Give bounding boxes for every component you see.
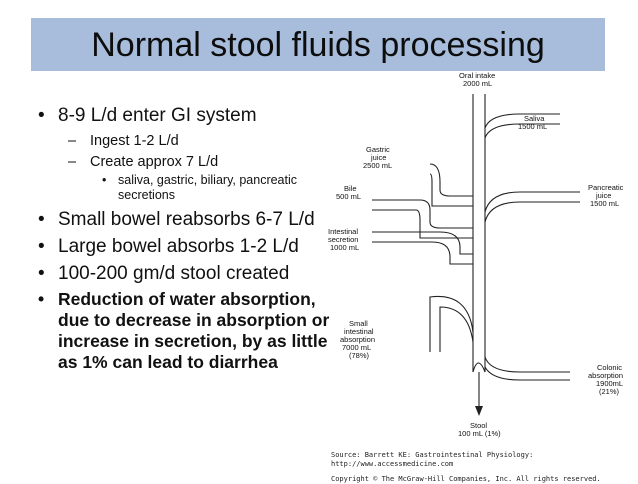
bullet-item: • 100-200 gm/d stool created: [34, 262, 334, 286]
bullet-text: Small bowel reabsorbs 6-7 L/d: [58, 209, 315, 230]
source-line: Source: Barrett KE: Gastrointestinal Phy…: [331, 451, 534, 459]
bile-pipe: [372, 199, 473, 239]
bullet-text: Reduction of water absorption, due to de…: [58, 289, 330, 372]
small-absorption-pipe: [429, 295, 474, 352]
bullet-text: Create approx 7 L/d: [90, 154, 219, 170]
sub-bullet-item: –Ingest 1-2 L/d: [34, 131, 334, 152]
bullet-item: • 8-9 L/d enter GI system: [34, 104, 334, 128]
bullet-icon: •: [102, 173, 107, 187]
bullet-text: 8-9 L/d enter GI system: [58, 105, 257, 126]
bullet-item: • Small bowel reabsorbs 6-7 L/d: [34, 208, 334, 232]
bullet-item: • Large bowel absorbs 1-2 L/d: [34, 235, 334, 259]
bullet-icon: •: [38, 236, 45, 257]
dash-icon: –: [68, 133, 77, 149]
saliva-pipe: [484, 113, 560, 139]
sub-bullet-item: –Create approx 7 L/d: [34, 152, 334, 173]
bullet-list: • 8-9 L/d enter GI system –Ingest 1-2 L/d…: [34, 104, 334, 376]
bullet-item: • Reduction of water absorption, due to d…: [34, 289, 334, 373]
copyright-line: Copyright © The McGraw-Hill Companies, I…: [331, 475, 601, 483]
pancreatic-pipe: [484, 191, 580, 223]
bullet-text: Ingest 1-2 L/d: [90, 133, 179, 149]
intestinal-secretion-pipe: [372, 231, 473, 265]
dash-icon: –: [68, 154, 77, 170]
source-url: http://www.accessmedicine.com: [331, 460, 454, 468]
gastric-pipe: [429, 163, 473, 207]
source-citation: Source: Barrett KE: Gastrointestinal Phy…: [331, 451, 601, 484]
colonic-absorption-pipe: [484, 356, 570, 381]
bullet-icon: •: [38, 105, 45, 126]
sub-sub-bullet-item: • saliva, gastric, biliary, pancreatic se…: [34, 173, 334, 203]
bullet-text: Large bowel absorbs 1-2 L/d: [58, 236, 299, 257]
title-bar: Normal stool fluids processing: [31, 18, 605, 71]
main-tube: [472, 94, 486, 416]
bullet-text: 100-200 gm/d stool created: [58, 263, 290, 284]
stool-arrow-icon: [475, 406, 483, 416]
bullet-icon: •: [38, 209, 45, 230]
bullet-icon: •: [38, 289, 45, 309]
slide-title: Normal stool fluids processing: [91, 26, 545, 64]
bullet-text: saliva, gastric, biliary, pancreatic sec…: [118, 173, 298, 202]
bullet-icon: •: [38, 263, 45, 284]
